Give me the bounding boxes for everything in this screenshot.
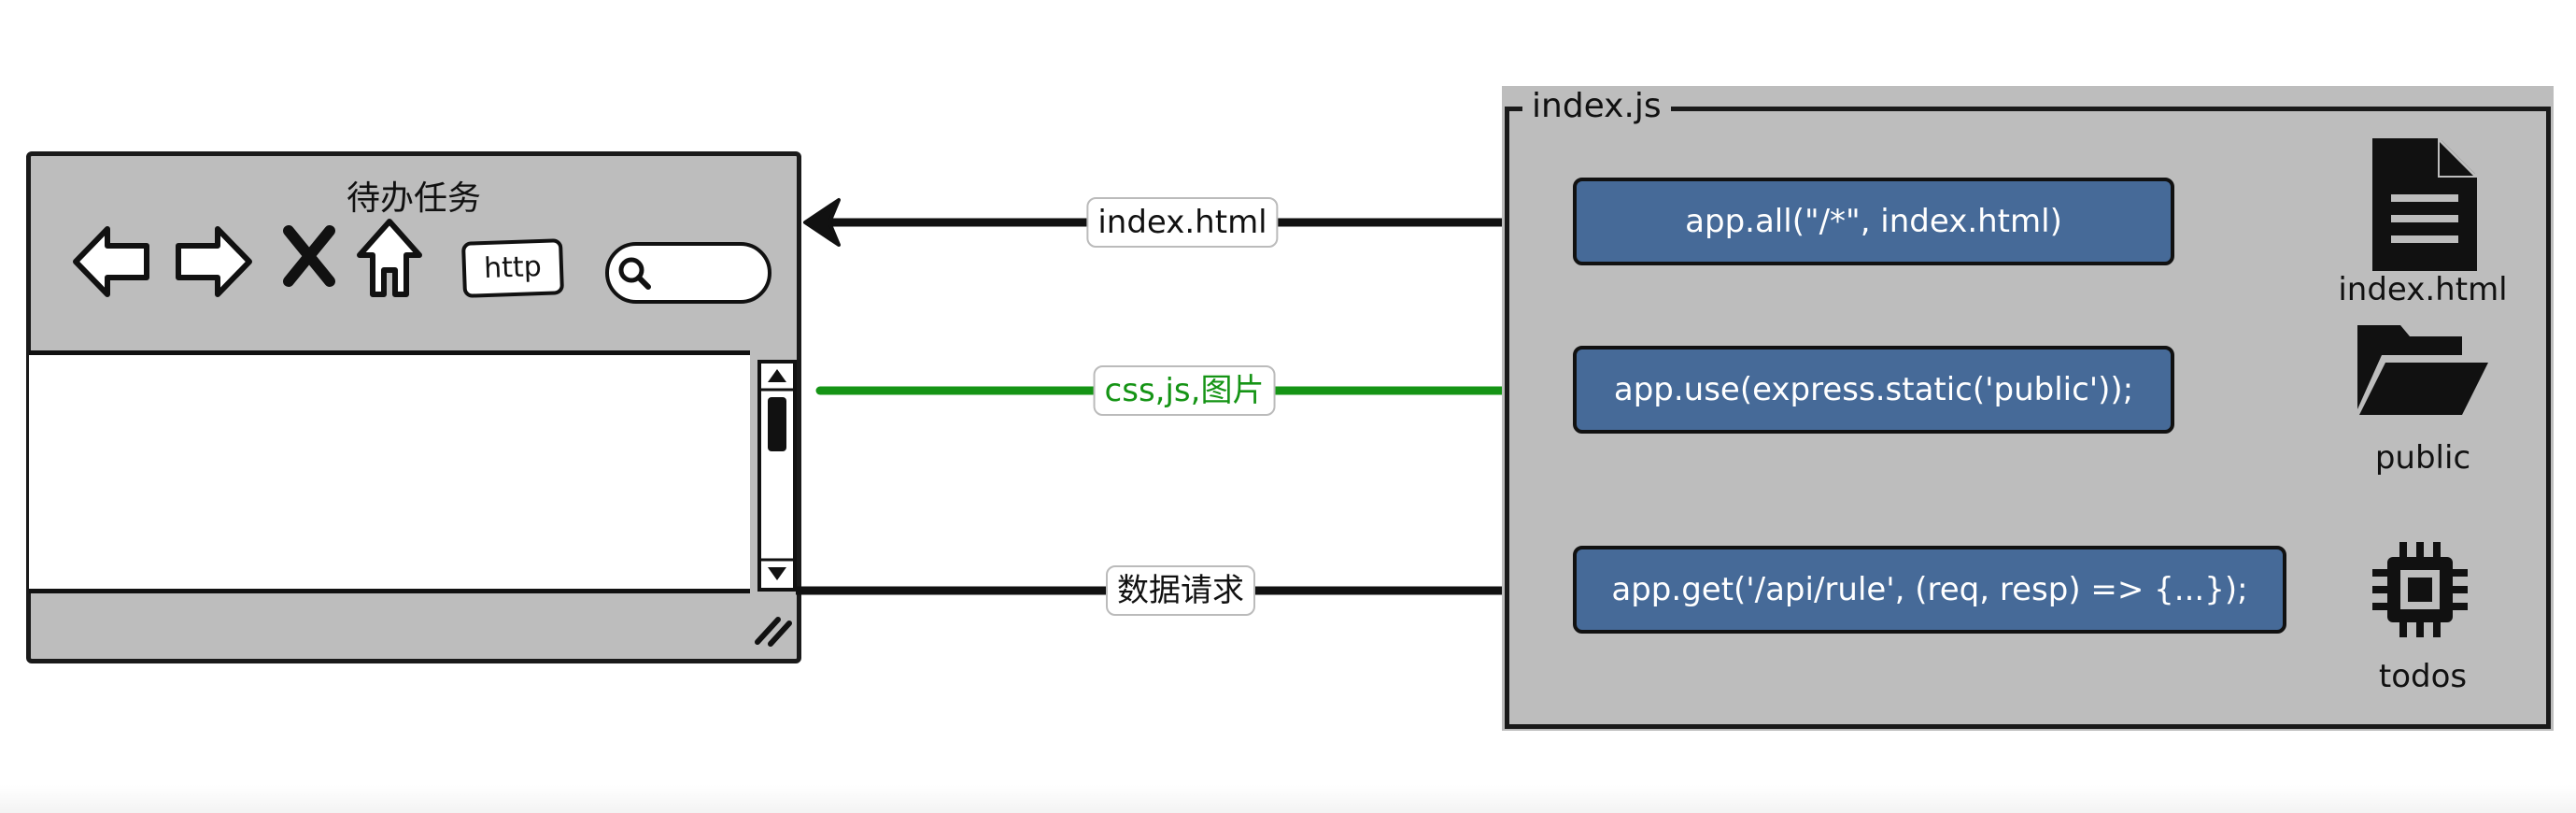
- resize-grip-icon[interactable]: [750, 605, 797, 651]
- edge-label-api: 数据请求: [1106, 565, 1255, 616]
- server-border: [1505, 107, 2551, 729]
- browser-window: 待办任务 http: [26, 151, 801, 663]
- edge-label-static: css,js,图片: [1093, 365, 1276, 416]
- stop-icon[interactable]: [281, 223, 337, 289]
- route-api: app.get('/api/rule', (req, resp) => {...…: [1573, 546, 2286, 634]
- home-icon[interactable]: [354, 216, 425, 300]
- server-title: index.js: [1522, 86, 1671, 127]
- resource-label-todos: todos: [2378, 658, 2468, 695]
- edge-html-arrowhead-left: [803, 198, 841, 247]
- browser-statusbar: [31, 595, 797, 659]
- route-all: app.all("/*", index.html): [1573, 178, 2174, 265]
- search-field[interactable]: [605, 242, 771, 304]
- browser-content-area: [29, 350, 750, 593]
- server-container: index.js app.all("/*", index.html) app.u…: [1502, 86, 2554, 731]
- forward-arrow-icon[interactable]: [171, 220, 255, 304]
- scrollbar-graphic: [761, 369, 793, 580]
- route-static: app.use(express.static('public'));: [1573, 346, 2174, 434]
- chip-icon: [2372, 542, 2468, 637]
- scroll-up-icon: [768, 369, 786, 382]
- scroll-thumb: [768, 397, 786, 451]
- scrollbar[interactable]: [757, 360, 797, 592]
- browser-title: 待办任务: [346, 179, 481, 218]
- resource-label-public: public: [2374, 439, 2471, 477]
- file-icon: [2372, 138, 2477, 271]
- resource-label-html: index.html: [2338, 271, 2508, 308]
- search-icon: [618, 257, 651, 290]
- back-arrow-icon[interactable]: [70, 220, 154, 304]
- scroll-down-icon: [768, 567, 786, 580]
- edge-label-html: index.html: [1086, 197, 1279, 248]
- folder-icon: [2357, 325, 2488, 415]
- page-bottom-fade: [0, 785, 2576, 813]
